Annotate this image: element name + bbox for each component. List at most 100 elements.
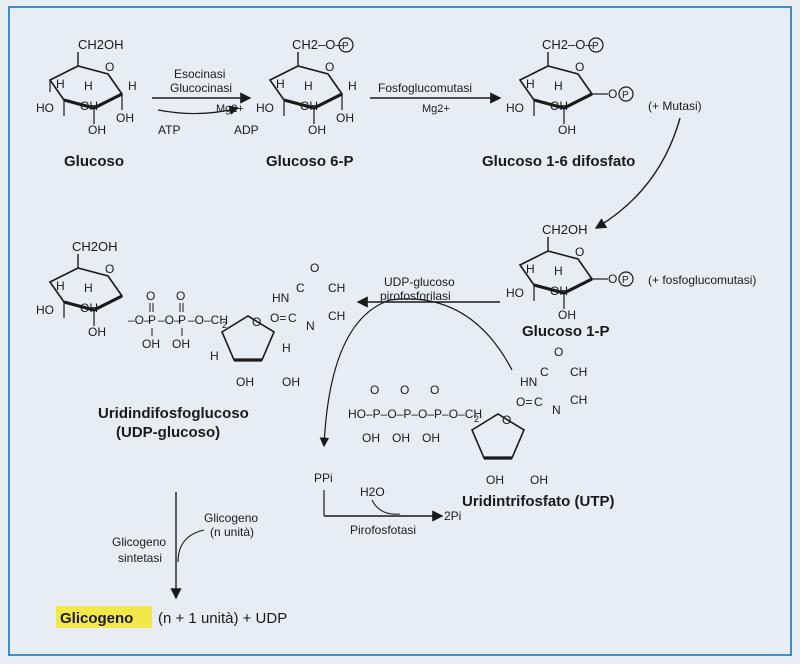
svg-text:O: O — [370, 383, 379, 397]
atom-h: H — [526, 77, 535, 91]
svg-text:HN: HN — [520, 375, 537, 389]
atom-h: H — [56, 77, 65, 91]
svg-text:OH: OH — [392, 431, 410, 445]
atom-h: H — [84, 281, 93, 295]
atom-oh: OH — [88, 123, 106, 137]
svg-text:O: O — [310, 261, 319, 275]
svg-text:O: O — [554, 345, 563, 359]
atom-oh: OH — [80, 301, 98, 315]
ring-oxygen: O — [105, 262, 114, 276]
phosphate-p: P — [592, 41, 599, 52]
udpg-ribose: O H H OH OH — [210, 315, 300, 389]
two-pi-label: 2Pi — [444, 509, 461, 523]
svg-text:CH: CH — [328, 309, 345, 323]
atom-oh: OH — [88, 325, 106, 339]
atom-h: H — [304, 79, 313, 93]
atom-ho: HO — [506, 286, 524, 300]
svg-text:OH: OH — [172, 337, 190, 351]
atom-oh: OH — [308, 123, 326, 137]
svg-text:HN: HN — [272, 291, 289, 305]
svg-text:O: O — [176, 289, 185, 303]
ring-oxygen: O — [325, 60, 334, 74]
atom-h: H — [348, 79, 357, 93]
enzyme-esocinasi: Esocinasi — [174, 67, 225, 81]
mg-label: Mg2+ — [216, 103, 244, 115]
utp-structure: HO–P–O–P–O–P–O–CH 2 O O O OH OH OH O OH … — [348, 345, 587, 487]
svg-text:C: C — [534, 395, 543, 409]
atom-o: O — [608, 87, 617, 101]
atom-oh: OH — [550, 284, 568, 298]
atp-label: ATP — [158, 123, 180, 137]
svg-text:N: N — [306, 319, 315, 333]
svg-text:2: 2 — [222, 320, 227, 330]
udp-glucose-structure: CH2OH O H HO OH OH H — [36, 239, 124, 339]
svg-text:O: O — [400, 383, 409, 397]
phosphate-circle — [338, 37, 354, 53]
mg-label-2: Mg2+ — [422, 103, 450, 115]
product-rest: (n + 1 unità) + UDP — [158, 610, 287, 627]
glucose-1p-name: Glucoso 1-P — [522, 323, 610, 340]
svg-text:H: H — [282, 341, 291, 355]
atom-ho: HO — [506, 101, 524, 115]
enzyme-glucocinasi: Glucocinasi — [170, 81, 232, 95]
adp-label: ADP — [234, 123, 259, 137]
svg-text:O: O — [502, 413, 511, 427]
atom-oh: OH — [300, 99, 318, 113]
ring-oxygen: O — [105, 60, 114, 74]
glucose-1p-structure: CH2OH O O P H HO OH OH H — [506, 222, 634, 322]
mutasi-label: (+ Mutasi) — [648, 99, 702, 113]
sintetasi-1: Glicogeno — [112, 535, 166, 549]
svg-text:OH: OH — [282, 375, 300, 389]
atom-h: H — [526, 262, 535, 276]
svg-text:O=: O= — [516, 395, 532, 409]
atom-oh: OH — [558, 123, 576, 137]
svg-text:O: O — [252, 315, 261, 329]
glucose-name: Glucoso — [64, 153, 124, 170]
atom-h: H — [276, 77, 285, 91]
atom-oh: OH — [80, 99, 98, 113]
udpg-diphosphate: –O– P –O– P –O–CH 2 O O OH OH — [128, 289, 228, 351]
h2o-label: H2O — [360, 485, 385, 499]
ch2oh-label: CH2OH — [78, 37, 124, 52]
atom-ho: HO — [36, 303, 54, 317]
ch2o-label: CH2–O– — [292, 37, 343, 52]
svg-text:OH: OH — [236, 375, 254, 389]
atom-h: H — [554, 264, 563, 278]
svg-text:OH: OH — [362, 431, 380, 445]
svg-text:C: C — [288, 311, 297, 325]
atom-oh: OH — [336, 111, 354, 125]
svg-text:OH: OH — [486, 473, 504, 487]
svg-text:O: O — [430, 383, 439, 397]
svg-text:OH: OH — [422, 431, 440, 445]
phosphate-p: P — [622, 275, 629, 286]
svg-text:P: P — [148, 313, 156, 327]
svg-text:HO–P–O–P–O–P–O–CH: HO–P–O–P–O–P–O–CH — [348, 407, 482, 421]
svg-text:OH: OH — [530, 473, 548, 487]
svg-text:OH: OH — [142, 337, 160, 351]
atom-h: H — [554, 79, 563, 93]
ppi-label: PPi — [314, 471, 333, 485]
atom-oh: OH — [558, 308, 576, 322]
glucose-structure: CH2OH O H HO OH OH OH H H — [36, 37, 137, 137]
svg-text:N: N — [552, 403, 561, 417]
svg-text:2: 2 — [474, 414, 479, 424]
figure-border — [8, 6, 792, 656]
phosphate-p: P — [342, 41, 349, 52]
svg-text:CH: CH — [328, 281, 345, 295]
glucose-6p-structure: CH2–O– P O H HO OH OH OH H H — [256, 37, 357, 137]
atom-ho: HO — [256, 101, 274, 115]
glucose-6p-name: Glucoso 6-P — [266, 153, 354, 170]
svg-text:P: P — [178, 313, 186, 327]
glicogeno-n-2: (n unità) — [210, 525, 254, 539]
svg-text:–O–: –O– — [128, 313, 151, 327]
atom-oh: OH — [550, 99, 568, 113]
arrow-to-g1p — [594, 117, 681, 229]
svg-text:C: C — [296, 281, 305, 295]
glucose-16-name: Glucoso 1-6 difosfato — [482, 153, 635, 170]
ch2o-label: CH2–O– — [542, 37, 593, 52]
ring-oxygen: O — [575, 245, 584, 259]
enzyme-udpg-2: pirofosforilasi — [380, 289, 451, 303]
udp-glucose-name: Uridindifosfoglucoso — [98, 405, 249, 422]
